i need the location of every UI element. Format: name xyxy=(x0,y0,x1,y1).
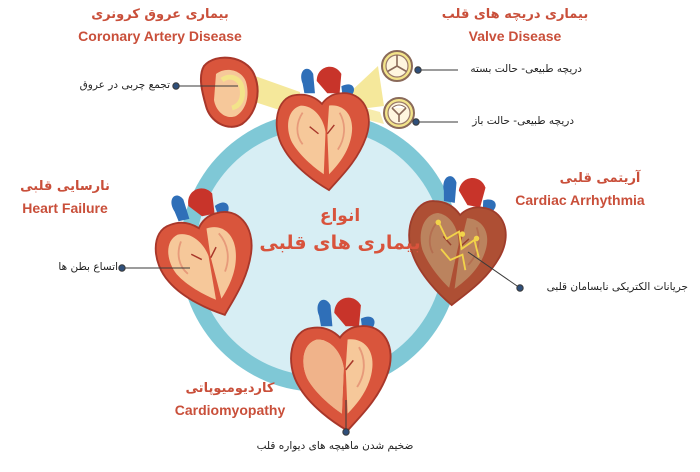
valve-open-icon xyxy=(383,97,415,129)
callout-dot-icon xyxy=(414,66,422,74)
arrhythmia-callout: جریانات الکتریکی نابسامان قلبی xyxy=(546,281,688,293)
coronary-title-en: Coronary Artery Disease xyxy=(78,28,242,44)
callout-dot-icon xyxy=(412,118,420,126)
callout-dot-icon xyxy=(172,82,180,90)
heart-icon xyxy=(290,296,392,432)
valve-open-callout: دریچه طبیعی- حالت باز xyxy=(472,115,574,127)
center-title-line2: بیماری های قلبی xyxy=(259,232,421,254)
cardiomyopathy-title-fa: کاردیومیوپاتی xyxy=(185,381,275,396)
center-title-line1: انواع xyxy=(319,206,361,226)
callout-lines xyxy=(118,66,524,436)
artery-icon xyxy=(199,56,259,128)
callout-dot-icon xyxy=(516,284,524,292)
valve-title-fa: بیماری دریچه های قلب xyxy=(441,7,589,22)
cardiomyopathy-callout: ضخیم شدن ماهیچه های دیواره قلب xyxy=(256,440,414,452)
inner-disc xyxy=(196,128,444,376)
valve-closed-callout: دریچه طبیعی- حالت بسته xyxy=(470,63,582,75)
arrhythmia-title-fa: آریتمی قلبی xyxy=(559,171,641,186)
coronary-callout: تجمع چربی در عروق xyxy=(79,79,170,91)
heart-icon xyxy=(396,167,517,314)
heart-failure-title-en: Heart Failure xyxy=(22,200,108,216)
valve-closed-icon xyxy=(381,50,413,82)
valve-title-en: Valve Disease xyxy=(468,28,562,44)
cardiomyopathy-title-en: Cardiomyopathy xyxy=(174,402,286,418)
arrhythmia-title-en: Cardiac Arrhythmia xyxy=(515,192,645,208)
heart-failure-title-fa: نارسایی قلبی xyxy=(20,179,110,194)
callout-dot-icon xyxy=(342,428,350,436)
callout-dot-icon xyxy=(118,264,126,272)
heart-failure-callout: اتساع بطن ها xyxy=(58,261,118,273)
coronary-title-fa: بیماری عروق کرونری xyxy=(91,7,229,22)
